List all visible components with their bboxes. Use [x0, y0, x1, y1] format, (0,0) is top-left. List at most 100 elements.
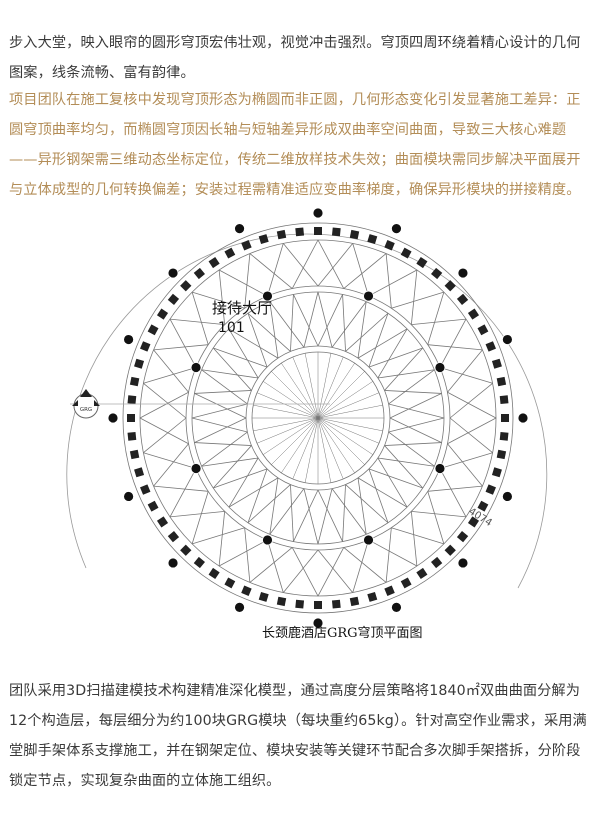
truss-line [447, 443, 483, 487]
ring-block [129, 449, 140, 460]
ring-block [180, 280, 192, 292]
truss-line [218, 269, 226, 325]
radial-line [281, 362, 319, 419]
truss-line [345, 312, 389, 352]
truss-line [345, 484, 389, 524]
ring-block [491, 358, 502, 369]
truss-line [384, 445, 424, 489]
radial-line [292, 356, 319, 419]
truss-line [247, 312, 291, 352]
truss-line [439, 367, 493, 384]
ring-block [224, 247, 236, 259]
truss-line [427, 485, 483, 492]
ring-block [444, 544, 456, 556]
truss-line [244, 527, 251, 583]
column [262, 290, 273, 302]
ring-block [456, 293, 469, 305]
ring-block [384, 585, 395, 596]
ring-block [499, 395, 509, 405]
truss-line [191, 417, 248, 433]
ring-block [276, 229, 287, 240]
truss-line [449, 382, 493, 419]
ring-block [467, 308, 480, 320]
truss-line [269, 477, 279, 535]
ring-block [314, 227, 322, 235]
room-number: 101 [218, 320, 245, 336]
ring-block [156, 308, 169, 320]
column [190, 362, 202, 373]
radial-line [271, 417, 319, 465]
column [234, 223, 245, 235]
radial-line [317, 417, 383, 432]
truss-line [389, 417, 442, 443]
radial-line [317, 404, 383, 419]
room-name: 接待大厅 [212, 299, 272, 317]
ring-block [314, 601, 322, 609]
truss-line [213, 347, 268, 368]
column [167, 557, 179, 569]
truss-line [191, 292, 209, 345]
ring-block [349, 229, 360, 240]
dome-plan-drawing: GRG 接待大厅 101 4074 长颈鹿酒店GRG穹顶平面图 [66, 207, 548, 641]
radial-line [304, 353, 319, 419]
ring-block [193, 267, 205, 280]
truss-line [317, 291, 333, 348]
truss-line [201, 369, 248, 405]
ring-block [241, 585, 252, 596]
truss-line [384, 442, 442, 446]
radial-line [253, 417, 319, 432]
ring-block [485, 484, 496, 495]
truss-line [352, 539, 369, 593]
ring-block [224, 577, 236, 589]
truss-line [291, 547, 319, 597]
truss-line [377, 328, 408, 379]
column [107, 412, 119, 424]
column [312, 617, 324, 629]
ring-block [367, 591, 378, 602]
column [457, 267, 469, 279]
ring-block [431, 556, 443, 569]
truss-line [153, 443, 189, 487]
truss-line [153, 485, 209, 492]
truss-line [143, 417, 187, 454]
truss-line [342, 294, 346, 352]
truss-line [290, 294, 294, 352]
truss-line [293, 489, 319, 542]
column [434, 362, 446, 373]
radial-line [317, 417, 365, 465]
truss-line [377, 457, 408, 508]
radial-line [262, 417, 319, 455]
ring-block [193, 556, 205, 569]
truss-line [342, 484, 346, 542]
ring-block [496, 376, 507, 387]
section-mark-label: GRG [80, 407, 92, 413]
ring-block [496, 449, 507, 460]
radial-line [317, 381, 374, 419]
ring-block [499, 431, 509, 441]
truss-line [192, 291, 245, 309]
column [363, 534, 374, 546]
truss-line [282, 549, 319, 593]
truss-line [201, 431, 248, 467]
ring-block [147, 500, 159, 512]
truss-line [212, 347, 252, 391]
truss-line [331, 301, 367, 348]
truss-line [290, 484, 294, 542]
truss-line [317, 547, 345, 597]
dome-ring [122, 222, 514, 614]
ring-block [140, 484, 151, 495]
truss-line [357, 301, 367, 359]
truss-line [267, 539, 284, 593]
radial-line [292, 417, 319, 480]
column [363, 290, 374, 302]
truss-line [388, 369, 435, 405]
truss-line [293, 294, 319, 347]
truss-line [143, 452, 197, 469]
truss-line [317, 488, 333, 545]
radial-line [317, 362, 355, 419]
truss-line [228, 457, 259, 508]
truss-line [213, 468, 268, 489]
section-marker: GRG [72, 389, 100, 419]
truss-line [212, 445, 252, 489]
outer-wall-arc [66, 233, 548, 589]
